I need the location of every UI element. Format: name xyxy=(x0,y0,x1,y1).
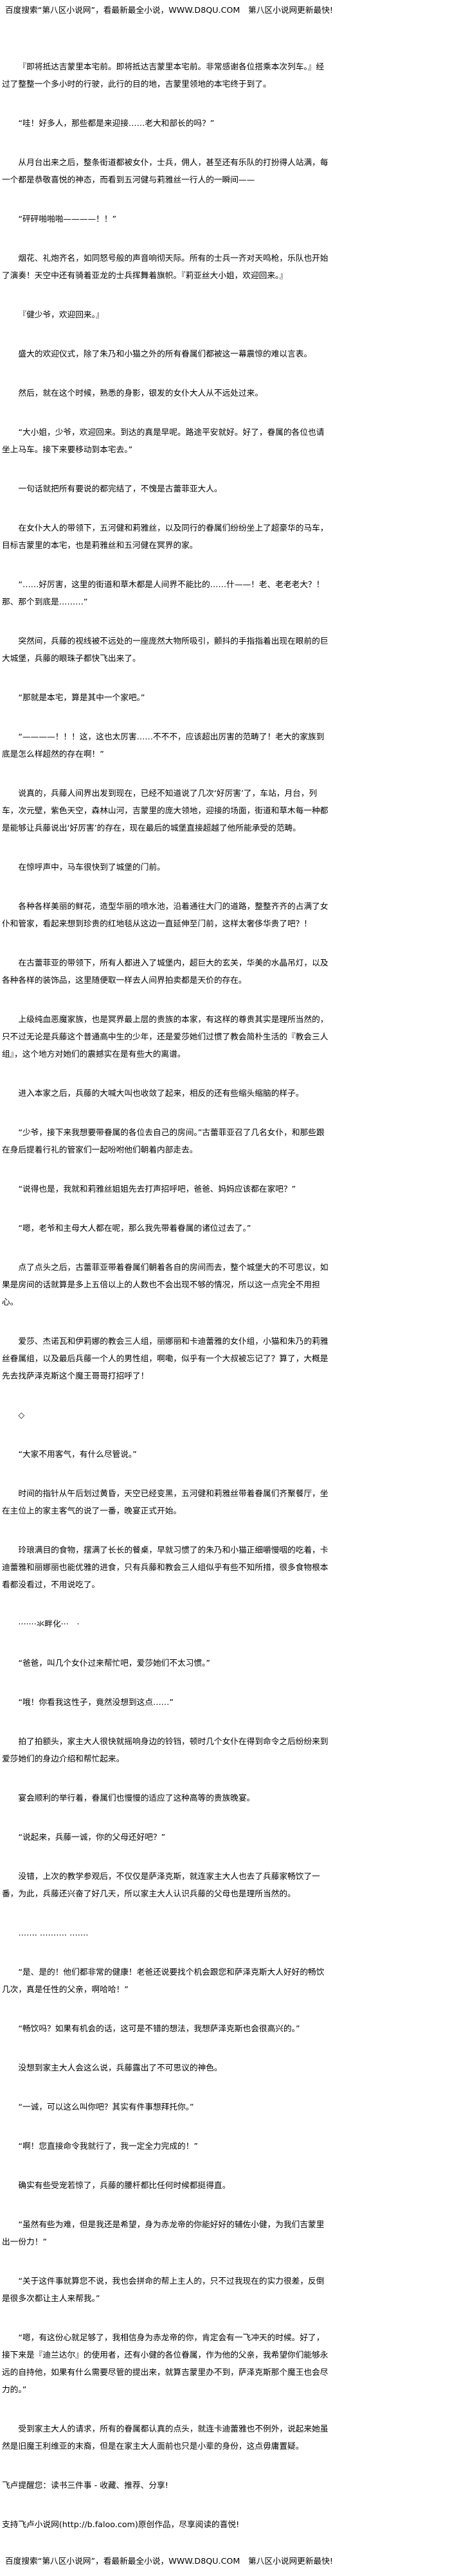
site-banner-top: 百度搜索“第八区小说网”，看最新最全小说，WWW.D8QU.COM 第八区小说网… xyxy=(5,5,334,15)
paragraph: 一句话就把所有要说的都完结了，不愧是古蕾菲亚大人。 xyxy=(18,484,222,493)
paragraph: 没想到家主大人会这么说，兵藤露出了不可思议的神色。 xyxy=(18,2063,222,2072)
paragraph: 说真的，兵藤人间界出发到现在，已经不知道说了几次‘好厉害’了，车站，月台，列车，… xyxy=(2,788,328,833)
paragraph: 烟花、礼炮齐名，如同怒号般的声音响彻天际。所有的士兵一齐对天鸣枪，乐队也开始了演… xyxy=(2,253,328,280)
paragraph: 没错，上次的教学参观后，不仅仅是萨泽克斯，就连家主大人也去了兵藤家畅饮了一番，为… xyxy=(2,1871,320,1898)
paragraph: 突然间，兵藤的视线被不远处的一座庞然大物所吸引，颤抖的手指指着出现在眼前的巨大城… xyxy=(2,636,328,663)
paragraph: “砰砰啪啪啪————！！” xyxy=(18,214,117,224)
paragraph: “大家不用客气，有什么尽管说。” xyxy=(18,1449,137,1459)
paragraph: ·······氺畔化··· · xyxy=(18,1619,80,1628)
chapter-content: 『即将抵达吉蒙里本宅前。即将抵达吉蒙里本宅前。非常感谢各位搭乘本次列车。』经过了… xyxy=(2,58,330,2533)
paragraph: 飞卢提醒您：读书三件事 - 收藏、推荐、分享! xyxy=(2,2480,168,2490)
paragraph: “说起来，兵藤一诚，你的父母还好吧？” xyxy=(18,1832,166,1842)
paragraph: “是、是的！他们都非常的健康！老爸还说要找个机会跟您和萨泽克斯大人好好的畅饮几次… xyxy=(2,1967,325,1994)
paragraph: “哦！你看我这性子，竟然没想到这点……” xyxy=(18,1697,174,1707)
paragraph: 上级纯血恶魔家族，也是冥界最上层的贵族的本家，有这样的尊贵其实是理所当然的，只不… xyxy=(2,1014,328,1059)
paragraph: “爸爸，叫几个女仆过来帮忙吧，爱莎她们不太习惯。” xyxy=(18,1658,210,1668)
paragraph: 然后，就在这个时候，熟悉的身影，银发的女仆大人从不远处过来。 xyxy=(18,388,264,398)
paragraph: 爱莎、杰诺瓦和伊莉娜的教会三人组，丽娜丽和卡迪蕾雅的女仆组，小猫和朱乃的莉雅丝眷… xyxy=(2,1336,328,1381)
paragraph: 宴会顺利的举行着，眷属们也慢慢的适应了这种高等的贵族晚宴。 xyxy=(18,1793,255,1803)
paragraph: “……好厉害，这里的街道和草木都是人间界不能比的……什——！老、老老老大？！那、… xyxy=(2,579,325,606)
paragraph: 在惊呼声中，马车很快到了城堡的门前。 xyxy=(18,862,165,872)
paragraph: “畅饮吗？如果有机会的话，这可是不错的想法，我想萨泽克斯也会很高兴的。” xyxy=(18,2024,300,2033)
paragraph: “一诚，可以这么叫你吧？其实有件事想拜托你。” xyxy=(18,2102,194,2112)
paragraph: “少爷，接下来我想要带眷属的各位去自己的房间。”古蕾菲亚召了几名女仆，和那些跟在… xyxy=(2,1127,325,1154)
paragraph: 进入本家之后，兵藤的大喊大叫也收敛了起来，相反的还有些缩头缩脑的样子。 xyxy=(18,1088,304,1098)
paragraph: “嗯，有这份心就足够了，我相信身为赤龙帝的你，肯定会有一飞冲天的时候。好了，接下… xyxy=(2,2333,328,2394)
paragraph: “————！！！这，这也太厉害……不不不，应该超出厉害的范畴了！老大的家族到底是… xyxy=(2,732,325,759)
paragraph: ……. ………. ……. xyxy=(18,1928,89,1937)
site-banner-bottom: 百度搜索“第八区小说网”，看最新最全小说，WWW.D8QU.COM 第八区小说网… xyxy=(5,2556,334,2566)
paragraph: ◇ xyxy=(18,1410,25,1420)
paragraph: 在古蕾菲亚的带领下，所有人都进入了城堡内，超巨大的玄关，华美的水晶吊灯，以及各种… xyxy=(2,958,328,985)
paragraph: “说得也是，我就和莉雅丝姐姐先去打声招呼吧，爸爸、妈妈应该都在家吧？” xyxy=(18,1184,296,1194)
paragraph: “哇！好多人，那些都是来迎接……老大和部长的吗？” xyxy=(18,118,215,128)
paragraph: 确实有些受宠若惊了，兵藤的腰杆都比任何时候都挺得直。 xyxy=(18,2180,231,2190)
paragraph: 『即将抵达吉蒙里本宅前。即将抵达吉蒙里本宅前。非常感谢各位搭乘本次列车。』经过了… xyxy=(2,62,325,89)
paragraph: “关于这件事就算您不说，我也会拼命的帮上主人的，只不过我现在的实力很差，反倒是很… xyxy=(2,2276,325,2303)
paragraph: 各种各样美丽的鲜花，造型华丽的喷水池，沿着通往大门的道路，整整齐齐的占满了女仆和… xyxy=(2,901,328,928)
paragraph: 支持飞卢小说网(http://b.faloo.com)原创作品，尽享阅读的喜悦! xyxy=(2,2519,240,2529)
paragraph: “那就是本宅，算是其中一个家吧。” xyxy=(18,693,145,702)
paragraph: 盛大的欢迎仪式，除了朱乃和小猫之外的所有眷属们都被这一幕震惊的难以言表。 xyxy=(18,349,312,358)
paragraph: 从月台出来之后，整条街道都被女仆，士兵，佣人，甚至还有乐队的打扮得人站满，每一个… xyxy=(2,157,328,184)
page: 百度搜索“第八区小说网”，看最新最全小说，WWW.D8QU.COM 第八区小说网… xyxy=(2,5,334,2566)
paragraph: “嗯，老爷和主母大人都在呢，那么我先带着眷属的诸位过去了。” xyxy=(18,1223,251,1233)
paragraph: 点了点头之后，古蕾菲亚带着眷属们朝着各自的房间而去，整个城堡大的不可思议，如果是… xyxy=(2,1262,328,1307)
paragraph: 玲琅满目的食物，摆满了长长的餐桌，早就习惯了的朱乃和小猫正细嚼慢咽的吃着，卡迪蕾… xyxy=(2,1545,328,1589)
paragraph: 『健少爷，欢迎回来。』 xyxy=(18,310,104,319)
paragraph: 时间的指针从午后划过黄昏，天空已经变黑，五河健和莉雅丝带着眷属们齐聚餐厅，坐在主… xyxy=(2,1488,328,1515)
paragraph: 在女仆大人的带领下，五河健和莉雅丝，以及同行的眷属们纷纷坐上了超豪华的马车，目标… xyxy=(2,523,328,550)
paragraph: 拍了拍额头，家主大人很快就摇响身边的铃铛，顿时几个女仆在得到命令之后纷纷来到爱莎… xyxy=(2,1736,328,1763)
paragraph: “大小姐，少爷，欢迎回来。到达的真是早呢。路途平安就好。好了，眷属的各位也请坐上… xyxy=(2,427,325,454)
paragraph: 受到家主大人的请求，所有的眷属都认真的点头，就连卡迪蕾雅也不例外，说起来她虽然是… xyxy=(2,2424,328,2451)
paragraph: “虽然有些为难，但是我还是希望，身为赤龙帝的你能好好的辅佐小健，为我们吉蒙里出一… xyxy=(2,2219,325,2246)
paragraph: “啊！您直接命令我就行了，我一定全力完成的！” xyxy=(18,2141,198,2151)
